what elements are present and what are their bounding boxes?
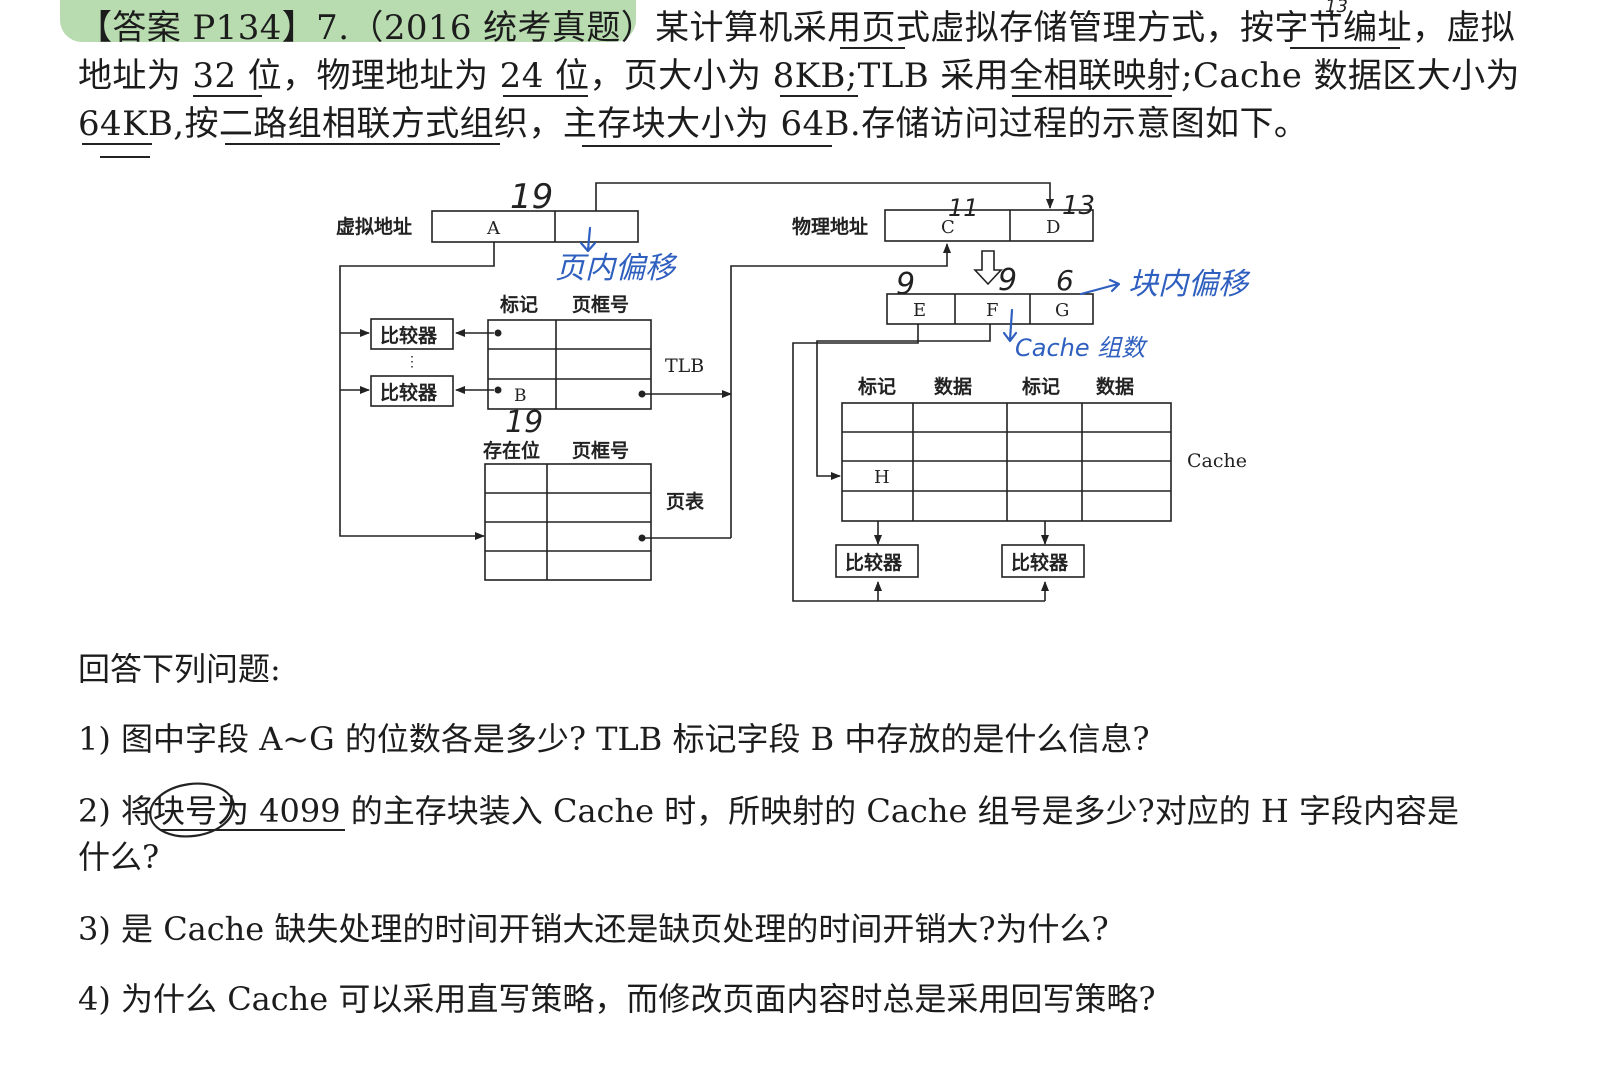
question-1: 1) 图中字段 A~G 的位数各是多少? TLB 标记字段 B 中存放的是什么信…: [78, 720, 1150, 758]
cache-col-data-1: 数据: [934, 375, 972, 398]
handwritten-block-offset: 块内偏移: [1128, 267, 1251, 302]
virtual-address-label: 虚拟地址: [336, 215, 412, 238]
tlb-table: [487, 319, 652, 410]
field-d: D: [1046, 217, 1060, 238]
underlines: [82, 47, 1400, 158]
tlb-col-tag: 标记: [500, 294, 538, 316]
tlb-comparator-2: 比较器: [380, 381, 438, 404]
handwritten-page-offset: 页内偏移: [555, 251, 678, 286]
virtual-address-box: [431, 210, 639, 243]
field-h: H: [874, 467, 890, 488]
handwritten-circle: [149, 782, 235, 838]
handwritten-top-mark: 13: [1325, 0, 1348, 17]
tlb-label: TLB: [665, 355, 704, 377]
svg-text:⋮: ⋮: [405, 354, 419, 370]
tlb-col-frame: 页框号: [572, 293, 629, 316]
field-f: F: [986, 300, 999, 321]
cache-col-tag-1: 标记: [858, 376, 896, 398]
handwritten-f-bits: 9: [998, 263, 1017, 298]
cache-comparator-1: 比较器: [845, 551, 903, 574]
handwritten-g-bits: 6: [1056, 264, 1074, 297]
handwritten-c-bits: 11: [948, 194, 979, 222]
field-g: G: [1055, 300, 1069, 321]
pt-col-frame: 页框号: [572, 439, 629, 462]
page-table-label: 页表: [666, 490, 705, 513]
questions-intro: 回答下列问题:: [78, 650, 281, 688]
field-b: B: [514, 386, 527, 406]
physical-address-box: [884, 209, 1094, 242]
cache-label: Cache: [1187, 450, 1247, 472]
highlight-marker: [60, 0, 636, 42]
handwritten-d-bits: 13: [1062, 191, 1095, 221]
physical-address-label: 物理地址: [792, 215, 868, 238]
handwritten-cache-sets: Cache 组数: [1015, 334, 1148, 362]
tlb-comparator-1: 比较器: [380, 324, 438, 347]
question-2-line-2: 什么?: [78, 838, 160, 876]
question-2-line-1: 2) 将块号为 4099 的主存块装入 Cache 时，所映射的 Cache 组…: [78, 792, 1459, 830]
question-4: 4) 为什么 Cache 可以采用直写策略，而修改页面内容时总是采用回写策略?: [78, 980, 1156, 1018]
handwritten-b-bits: 19: [505, 405, 543, 440]
cache-comparator-2: 比较器: [1011, 551, 1069, 574]
pt-col-valid: 存在位: [483, 439, 540, 462]
field-c: C: [941, 217, 955, 238]
handwritten-a-bits: 19: [510, 177, 553, 217]
cache-col-tag-2: 标记: [1022, 376, 1060, 398]
question-line-2: 地址为 32 位，物理地址为 24 位，页大小为 8KB;TLB 采用全相联映射…: [78, 56, 1520, 96]
handwritten-e-bits: 9: [896, 267, 915, 302]
question-line-1: 【答案 P134】7.（2016 统考真题）某计算机采用页式虚拟存储管理方式，按…: [78, 8, 1516, 48]
field-a: A: [486, 218, 501, 239]
question-3: 3) 是 Cache 缺失处理的时间开销大还是缺页处理的时间开销大?为什么?: [78, 910, 1109, 948]
handwritten-arrows: [579, 226, 1121, 343]
question-line-3: 64KB,按二路组相联方式组织，主存块大小为 64B.存储访问过程的示意图如下。: [78, 104, 1309, 144]
cache-col-data-2: 数据: [1096, 375, 1134, 398]
field-e: E: [913, 300, 926, 321]
